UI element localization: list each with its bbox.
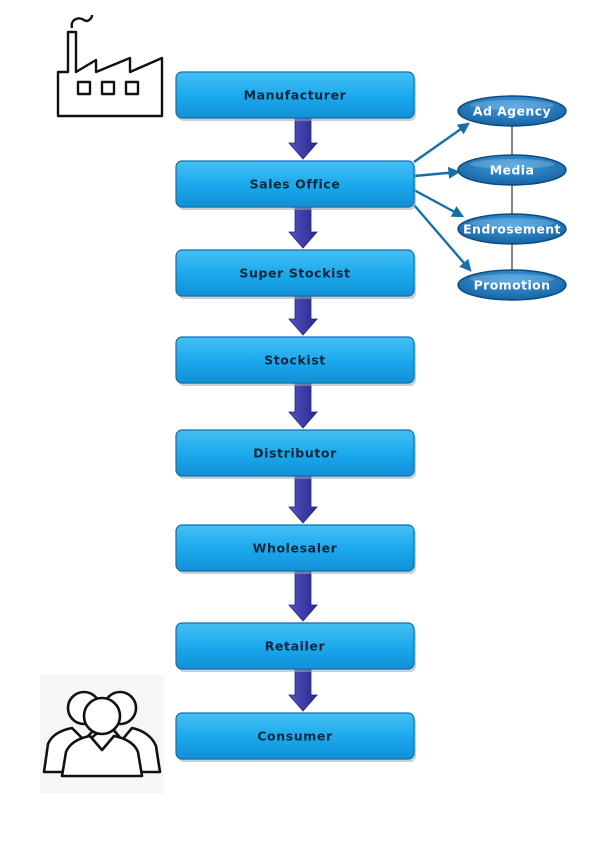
branch-promotion: Promotion (457, 269, 567, 301)
node-wholesaler: Wholesaler (175, 524, 416, 574)
branch-label: Media (490, 163, 535, 178)
down-arrow (288, 117, 318, 160)
node-label: Manufacturer (244, 88, 347, 103)
chain-connectors (288, 117, 318, 712)
node-manufacturer: Manufacturer (175, 71, 416, 121)
branch-label: Ad Agency (473, 104, 551, 119)
factory-icon (56, 14, 164, 118)
branch-media: Media (457, 154, 567, 186)
branch-connectors (413, 111, 513, 285)
branch-label: Endrosement (463, 222, 561, 237)
node-retailer: Retailer (175, 622, 416, 672)
node-label: Stockist (264, 353, 326, 368)
down-arrow (288, 295, 318, 336)
node-super-stockist: Super Stockist (175, 249, 416, 299)
down-arrow (288, 206, 318, 249)
branch-arrow (413, 122, 470, 163)
down-arrow (288, 570, 318, 622)
node-label: Super Stockist (239, 266, 350, 281)
branch-arrow (413, 188, 465, 218)
branch-arrow (413, 166, 461, 179)
node-label: Retailer (265, 639, 326, 654)
node-stockist: Stockist (175, 336, 416, 386)
people-group-icon (40, 675, 164, 793)
branch-label: Promotion (474, 278, 551, 293)
branch-ad-agency: Ad Agency (457, 95, 567, 127)
node-label: Distributor (253, 446, 337, 461)
node-sales-office: Sales Office (175, 160, 416, 210)
down-arrow (288, 475, 318, 524)
down-arrow (288, 382, 318, 429)
down-arrow (288, 668, 318, 712)
branch-endrosement: Endrosement (457, 213, 567, 245)
branch-arrow (413, 204, 472, 272)
node-label: Sales Office (250, 177, 341, 192)
node-label: Wholesaler (253, 541, 338, 556)
node-distributor: Distributor (175, 429, 416, 479)
node-label: Consumer (257, 729, 333, 744)
node-consumer: Consumer (175, 712, 416, 762)
